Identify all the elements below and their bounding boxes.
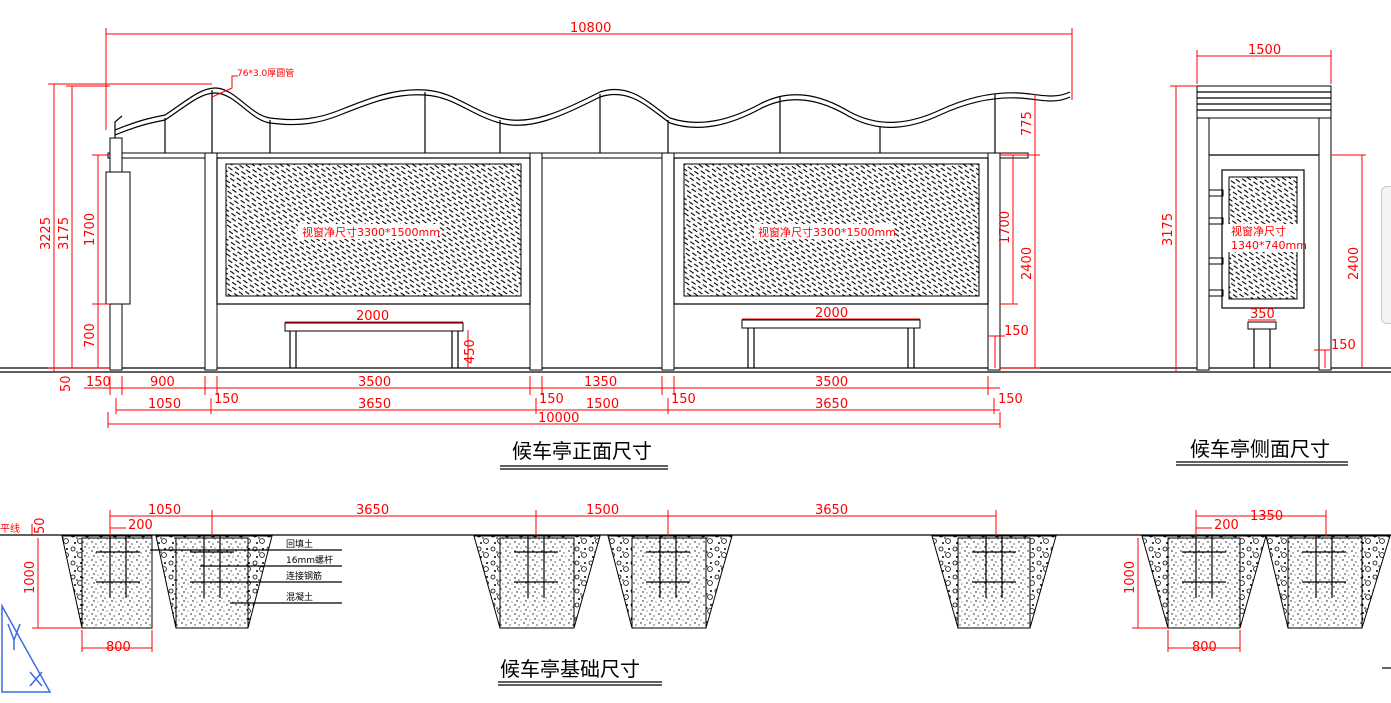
side-footing-2 (1265, 535, 1391, 629)
dim-h-1700-left: 1700 (83, 213, 98, 246)
panel-right-label: 视窗净尺寸3300*1500mm (758, 225, 896, 239)
dim-row2-7: 150 (998, 392, 1023, 407)
side-fdn-dim-200: 200 (1214, 518, 1239, 533)
dim-bench-right: 2000 (815, 306, 848, 321)
dim-h-1700-right: 1700 (998, 211, 1013, 244)
dim-h-2400: 2400 (1020, 247, 1035, 280)
side-dim-3175: 3175 (1161, 213, 1176, 246)
fdn-dim-1050: 1050 (148, 503, 181, 518)
dim-row1-2: 3500 (358, 375, 391, 390)
side-panel-label-2: 1340*740mm (1231, 239, 1307, 252)
dim-h-3225: 3225 (39, 217, 54, 250)
footing-3 (473, 535, 601, 629)
dim-row1-0: 150 (86, 375, 111, 390)
dim-h-150: 150 (1004, 324, 1029, 339)
dim-row2-2: 3650 (358, 397, 391, 412)
fdn-dim-1000-left: 1000 (23, 561, 38, 594)
dim-top-total: 10800 (570, 21, 611, 36)
fdn-dim-3650-b: 3650 (815, 503, 848, 518)
bench-left (284, 322, 464, 368)
dim-h-700: 700 (83, 323, 98, 348)
side-dim-150: 150 (1331, 338, 1356, 353)
legend-rebar: 连接钢筋 (286, 570, 322, 582)
side-footing-1 (1141, 535, 1267, 629)
side-dim-seat: 350 (1250, 307, 1275, 322)
footing-4 (607, 535, 733, 629)
dim-h-50: 50 (59, 375, 74, 392)
side-elevation: 1500 视窗净尺寸 1340*740mm 350 3175 2400 (1161, 43, 1366, 466)
dim-row2-4: 1500 (586, 397, 619, 412)
dim-h-450: 450 (463, 339, 478, 364)
front-elevation: 视窗净尺寸3300*1500mm 视窗净尺寸3300*1500mm 10800 … (0, 21, 1391, 470)
side-dim-top: 1500 (1248, 43, 1281, 58)
viewcube-side-tab[interactable] (1381, 186, 1391, 324)
side-fdn-dim-1350: 1350 (1250, 509, 1283, 524)
legend-backfill: 回填土 (286, 538, 313, 550)
footing-2 (155, 535, 273, 629)
ground-note: 平线 (0, 522, 20, 535)
fdn-dim-3650-a: 3650 (356, 503, 389, 518)
fdn-dim-200: 200 (128, 518, 153, 533)
footing-1 (61, 535, 153, 629)
fdn-dim-50: 50 (33, 517, 48, 534)
panel-left-label: 视窗净尺寸3300*1500mm (302, 225, 440, 239)
bench-right (741, 319, 921, 368)
ucs-axis-icon (1, 603, 52, 693)
title-foundation: 候车亭基础尺寸 (500, 657, 640, 681)
dim-h-775: 775 (1020, 111, 1035, 136)
dim-row2-3: 150 (539, 392, 564, 407)
dim-row2-1: 150 (214, 392, 239, 407)
dim-row1-3: 1350 (584, 375, 617, 390)
dim-h-3175: 3175 (57, 217, 72, 250)
title-front: 候车亭正面尺寸 (512, 439, 652, 463)
title-side: 候车亭侧面尺寸 (1190, 437, 1330, 461)
wavy-roof-pipe (114, 87, 1071, 131)
dim-row2-5: 150 (671, 392, 696, 407)
side-dim-2400: 2400 (1347, 247, 1362, 280)
dim-row1-4: 3500 (815, 375, 848, 390)
side-fdn-dim-800: 800 (1192, 640, 1217, 655)
fdn-dim-800-left: 800 (106, 640, 131, 655)
dim-row2-6: 3650 (815, 397, 848, 412)
dim-bench-left: 2000 (356, 309, 389, 324)
dim-row1-1: 900 (150, 375, 175, 390)
dim-row3-total: 10000 (538, 411, 579, 426)
footing-5 (931, 535, 1057, 629)
legend-bolt: 16mm螺杆 (286, 554, 333, 566)
side-fdn-dim-1000: 1000 (1123, 561, 1138, 594)
dim-row2-0: 1050 (148, 397, 181, 412)
foundation-plan: 平线 50 (0, 503, 1391, 686)
pipe-note: 76*3.0厚圆管 (237, 67, 294, 79)
fdn-dim-1500: 1500 (586, 503, 619, 518)
legend-concrete: 混凝土 (286, 591, 313, 603)
side-panel-label-1: 视窗净尺寸 (1231, 224, 1286, 238)
